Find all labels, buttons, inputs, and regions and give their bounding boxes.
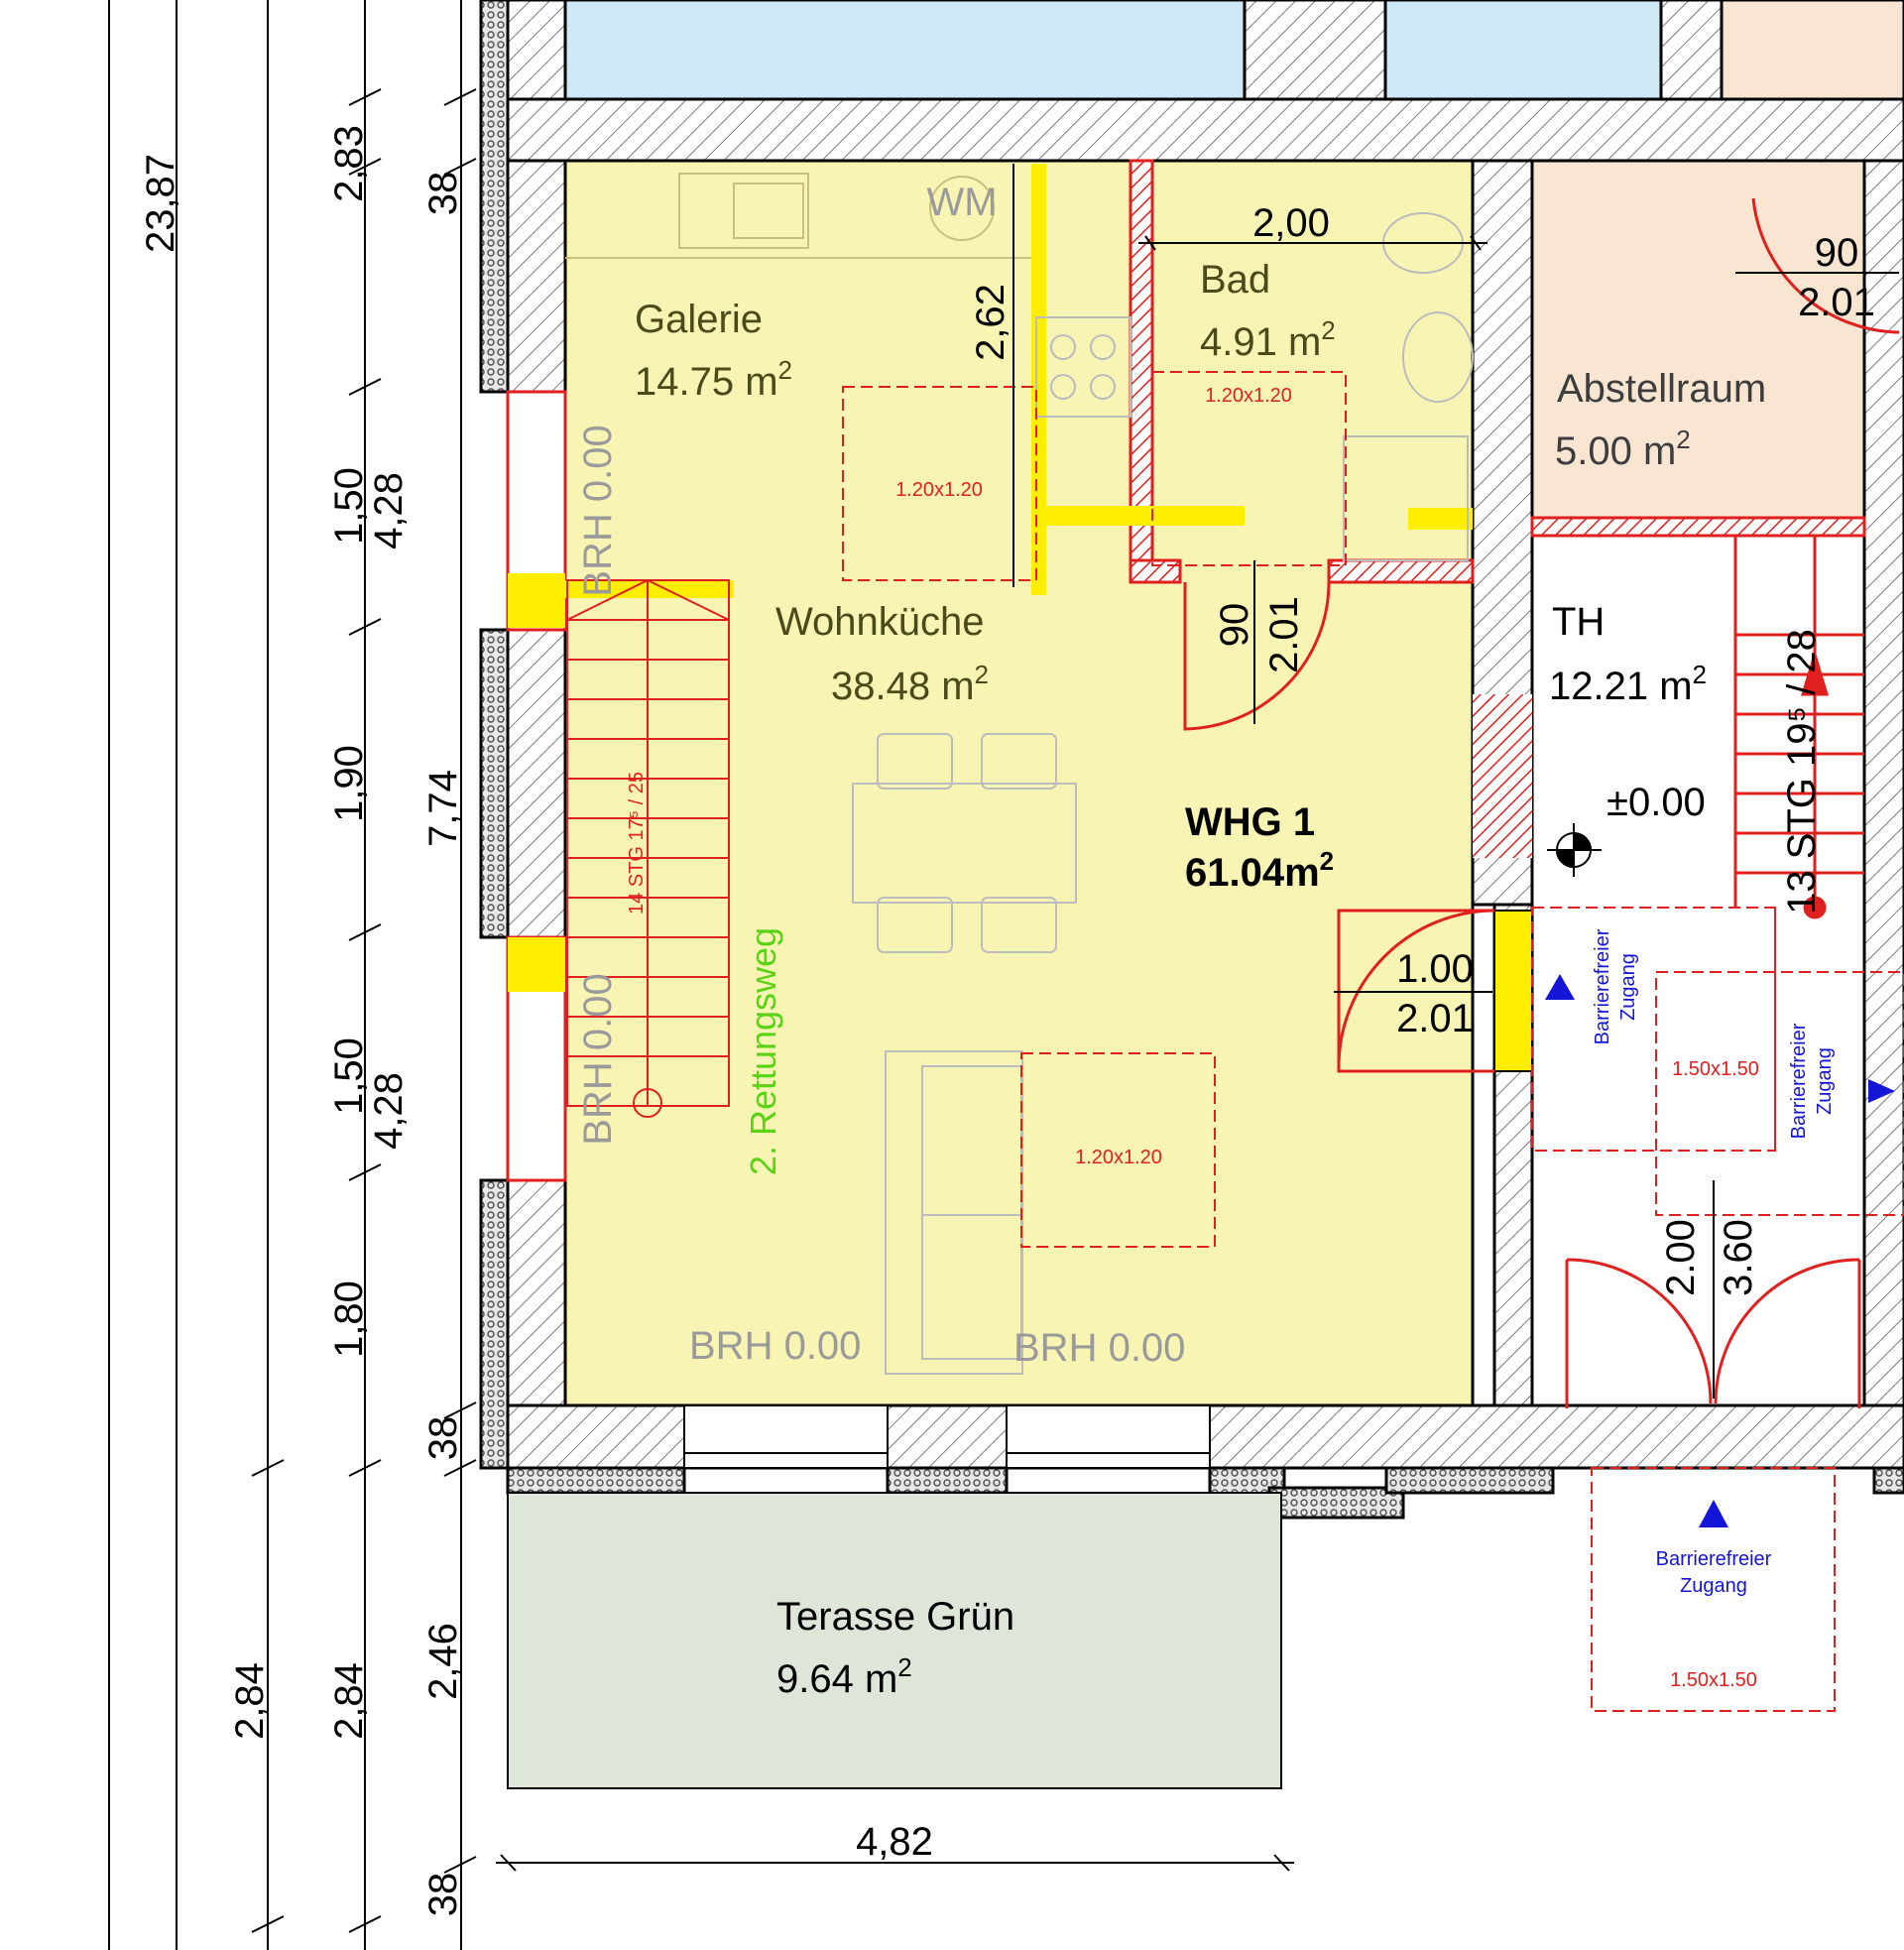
- door-ext-width: 2.00: [1659, 1219, 1703, 1296]
- windows-bottom: [683, 1404, 1211, 1469]
- door-abstell-height: 2.01: [1798, 281, 1875, 324]
- barrier-free-2-line1: Barrierefreier: [1788, 1023, 1810, 1139]
- door-entry-width: 1.00: [1396, 947, 1474, 991]
- yellow-markers: [565, 164, 1473, 598]
- room-bad-area: 4.91 m2: [1200, 315, 1336, 364]
- turn-label-hall: 1.50x1.50: [1672, 1058, 1759, 1080]
- brh-bottom-right: BRH 0.00: [1013, 1326, 1185, 1370]
- stair-th-label: 13 STG 19⁵ / 28: [1780, 629, 1824, 914]
- dim-2-84-b: 2,84: [327, 1662, 371, 1740]
- dining-set: [852, 733, 1077, 953]
- dim-4-28-a: 4,28: [367, 472, 411, 549]
- apartment-area: 61.04m2: [1185, 846, 1334, 895]
- dim-bad-width: 2,00: [1252, 201, 1330, 245]
- turning-areas: [842, 371, 1904, 1712]
- escape-route-label: 2. Rettungsweg: [743, 927, 783, 1175]
- door-abstell-width: 90: [1815, 231, 1859, 275]
- door-ext-height: 3.60: [1717, 1219, 1760, 1296]
- appliance-wm: WM: [926, 181, 997, 224]
- dim-4-28-b: 4,28: [367, 1072, 411, 1150]
- room-bad-name: Bad: [1200, 258, 1270, 302]
- barrier-free-3-line2: Zugang: [1680, 1575, 1747, 1597]
- kitchen-counter: [565, 173, 1131, 418]
- turn-label-galerie: 1.20x1.20: [895, 479, 983, 501]
- room-abstellraum-name: Abstellraum: [1557, 367, 1766, 411]
- brh-left-upper: BRH 0.00: [576, 425, 620, 596]
- room-th-name: TH: [1552, 600, 1605, 644]
- dim-overall: 23,87: [139, 154, 182, 253]
- level-label: ±0.00: [1606, 781, 1706, 824]
- dim-2-84-a: 2,84: [228, 1662, 272, 1740]
- dim-38-c: 38: [421, 1873, 465, 1917]
- dim-2-46: 2,46: [421, 1623, 465, 1700]
- dim-1-50-a: 1,50: [327, 467, 371, 545]
- upper-room-left: [563, 0, 1247, 101]
- brh-left-lower: BRH 0.00: [576, 973, 620, 1145]
- windows-left: [506, 390, 567, 1182]
- barrier-free-1-line2: Zugang: [1617, 953, 1639, 1021]
- room-terrasse-area: 9.64 m2: [776, 1652, 912, 1701]
- room-terrasse-name: Terasse Grün: [776, 1595, 1014, 1639]
- barrier-free-2-line2: Zugang: [1814, 1047, 1836, 1115]
- room-galerie-area: 14.75 m2: [635, 355, 792, 404]
- dimension-lines: [108, 0, 477, 1950]
- dim-1-50-b: 1,50: [327, 1037, 371, 1115]
- horizontal-dimension-lines: [496, 164, 1899, 1872]
- level-marker: [1547, 823, 1602, 877]
- dim-38-a: 38: [421, 172, 465, 216]
- dim-7-74: 7,74: [421, 770, 465, 847]
- brh-bottom-left: BRH 0.00: [689, 1324, 861, 1368]
- turn-label-living: 1.20x1.20: [1075, 1147, 1162, 1168]
- th-stair: [1733, 536, 1864, 919]
- dim-1-80: 1,80: [327, 1280, 371, 1358]
- room-galerie-name: Galerie: [635, 298, 763, 341]
- dim-1-90: 1,90: [327, 745, 371, 822]
- upper-room-mid: [1383, 0, 1663, 101]
- door-bad-height: 2.01: [1262, 596, 1306, 673]
- main-stair: [566, 579, 730, 1118]
- room-wohnkueche-area: 38.48 m2: [831, 660, 989, 708]
- room-wohnkueche-name: Wohnküche: [775, 600, 985, 644]
- dim-terrace-width: 4,82: [856, 1820, 933, 1864]
- stair-main-label: 14 STG 17⁵ / 25: [626, 772, 648, 914]
- dim-2-62: 2,62: [969, 284, 1012, 361]
- turn-label-bad: 1.20x1.20: [1205, 385, 1292, 407]
- dim-2-83: 2,83: [327, 125, 371, 202]
- upper-room-right: [1720, 0, 1904, 101]
- door-bad-width: 90: [1213, 603, 1256, 648]
- barrier-free-arrows: [1545, 974, 1895, 1527]
- terrace-area: [507, 1492, 1282, 1789]
- room-th-area: 12.21 m2: [1549, 660, 1707, 708]
- barrier-free-3-line1: Barrierefreier: [1656, 1548, 1772, 1570]
- turn-label-exterior: 1.50x1.50: [1670, 1669, 1757, 1691]
- room-abstellraum-area: 5.00 m2: [1555, 425, 1691, 473]
- dim-38-b: 38: [421, 1416, 465, 1461]
- barrier-free-1-line1: Barrierefreier: [1592, 928, 1613, 1044]
- apartment-name: WHG 1: [1185, 800, 1315, 844]
- door-entry-height: 2.01: [1396, 997, 1474, 1040]
